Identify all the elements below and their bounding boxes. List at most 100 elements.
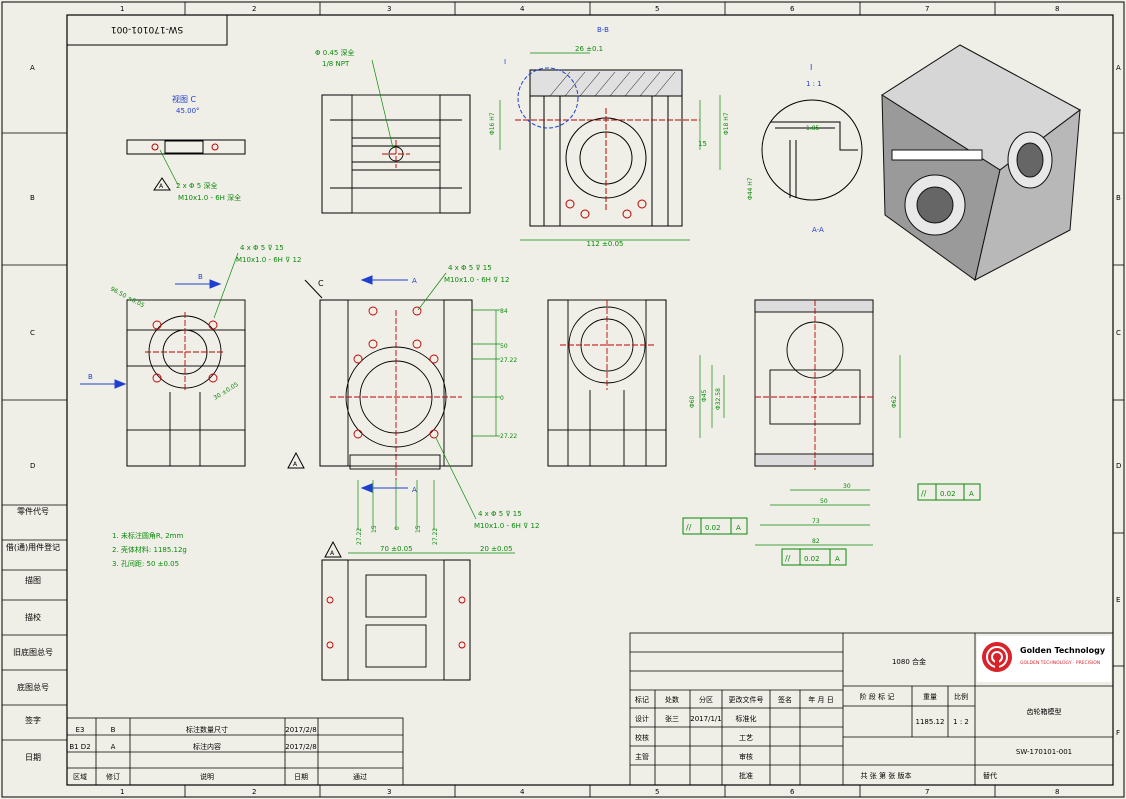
dim-27-a: 27.22 xyxy=(500,357,517,364)
gdt2-datum: A xyxy=(736,524,741,532)
notes: 1. 未标注圆角R, 2mm 2. 壳体材料: 1185.12g 3. 孔间距:… xyxy=(112,531,187,568)
dim-phi44: Φ44 H7 xyxy=(747,177,754,200)
drawing-id-box xyxy=(66,14,228,46)
svg-text:A: A xyxy=(159,183,164,190)
dim-27-b: 27.22 xyxy=(500,433,517,440)
view-c: 视图 C 45.00° A 2 x Φ 5 深全 M10x1.0 - 6H 深全 xyxy=(126,94,246,202)
zone-right-c: C xyxy=(1116,329,1121,337)
tb-material: 1080 合金 xyxy=(892,657,926,666)
tb-weight: 1185.12 xyxy=(916,718,945,726)
hole-4x-a-note: 4 x Φ 5 ⊽ 15 xyxy=(240,244,284,252)
company-tagline: GOLDEN TECHNOLOGY · PRECISION xyxy=(1020,660,1100,666)
section-bb-title: B-B xyxy=(597,26,609,34)
tb-design-date: 2017/1/1 xyxy=(690,715,721,723)
pipe-thread-note-2: 1/8 NPT xyxy=(322,60,350,68)
hole-4x-b-thread: M10x1.0 - 6H ⊽ 12 xyxy=(444,276,509,284)
note-3: 3. 孔间距: 50 ±0.05 xyxy=(112,560,179,568)
rev2-desc: 标注内容 xyxy=(193,742,221,751)
gdt1-value: 0.02 xyxy=(940,490,956,498)
zone-8: 8 xyxy=(1055,5,1059,13)
dim-1-85: 1.85 xyxy=(806,125,820,132)
view-c-title: 视图 C xyxy=(172,94,197,104)
tb-approve: 批准 xyxy=(739,771,753,780)
gdt3-datum: A xyxy=(835,555,840,563)
arrow-c-label: C xyxy=(318,279,324,288)
zone-4-bottom: 4 xyxy=(520,788,525,796)
arrow-a-label-2: A xyxy=(412,486,417,494)
rev-h-rev: 修订 xyxy=(106,772,120,781)
detail-aa-label: A-A xyxy=(812,226,824,234)
dim-0: 0 xyxy=(500,395,504,402)
gdt-frame-2 xyxy=(682,517,748,535)
dim-73: 73 xyxy=(812,518,820,525)
hole-4x-b-note: 4 x Φ 5 ⊽ 15 xyxy=(448,264,492,272)
hole-4x-c-thread: M10x1.0 - 6H ⊽ 12 xyxy=(474,522,539,530)
tb-craft: 工艺 xyxy=(739,734,753,742)
label-part-code: 零件代号 xyxy=(17,506,49,516)
left-strip-labels: 零件代号 借(通)用件登记 描图 描校 旧底图总号 底图总号 签字 日期 xyxy=(6,506,60,762)
svg-text:A: A xyxy=(330,550,335,557)
arrow-b-label-2: B xyxy=(198,273,203,281)
view-c-angle: 45.00° xyxy=(176,107,200,115)
detail-scale: 1 : 1 xyxy=(806,80,822,88)
revision-table xyxy=(66,717,404,786)
zone-1-bottom: 1 xyxy=(120,788,124,796)
tb-drawing-name: 齿轮箱模型 xyxy=(1027,707,1062,716)
dim-phi32: Φ32.58 xyxy=(715,388,722,410)
side-view-left xyxy=(126,299,246,467)
gdt1-datum: A xyxy=(969,490,974,498)
dim-82: 82 xyxy=(812,538,820,545)
zone-left-b: B xyxy=(30,194,35,202)
dim-bottom-27a: 27.22 xyxy=(356,528,363,545)
detail-i-marker: I xyxy=(504,58,506,66)
hole-4x-c-note: 4 x Φ 5 ⊽ 15 xyxy=(478,510,522,518)
pipe-thread-note: Φ 0.45 深全 xyxy=(315,48,355,57)
gdt1-symbol: // xyxy=(921,489,927,498)
dim-30b: 30 xyxy=(843,483,851,490)
hole-2x-note: 2 x Φ 5 深全 xyxy=(176,181,217,190)
zone-3: 3 xyxy=(387,5,391,13)
zone-right-f: F xyxy=(1116,729,1120,737)
section-bb: B-B I 26 ±0.1 112 ±0.05 15 Φ16 H xyxy=(489,26,730,248)
dim-bottom-0: 0 xyxy=(394,526,401,530)
gdt3-symbol: // xyxy=(785,554,791,563)
rev1-zone: E3 xyxy=(76,726,85,734)
zone-6: 6 xyxy=(790,5,795,13)
company-name: Golden Technology xyxy=(1020,646,1106,655)
arrow-a-label: A xyxy=(412,277,417,285)
gdt-frame-1 xyxy=(917,483,981,501)
tb-standard: 标准化 xyxy=(736,714,757,723)
tb-col-zone: 分区 xyxy=(699,695,713,704)
right-side-view xyxy=(547,299,667,467)
rev-h-desc: 说明 xyxy=(200,772,214,781)
dim-15: 15 xyxy=(698,140,707,148)
svg-text:A: A xyxy=(293,461,298,468)
label-sign: 签字 xyxy=(25,715,41,725)
rev2-zone: B1 D2 xyxy=(69,743,90,751)
dim-26: 26 ±0.1 xyxy=(575,45,603,53)
zone-2-bottom: 2 xyxy=(252,788,256,796)
left-zone-lines xyxy=(2,132,67,401)
tb-col-file: 更改文件号 xyxy=(729,695,764,704)
rev-h-date: 日期 xyxy=(294,773,308,781)
zone-letters: A B C D A B C D E F xyxy=(30,64,1121,737)
zone-left-d: D xyxy=(30,462,35,470)
zone-3-bottom: 3 xyxy=(387,788,391,796)
drawing-id-mirrored: SW-170101-001 xyxy=(111,24,183,34)
arrow-b-label: B xyxy=(88,373,93,381)
dim-bottom-15b: 15 xyxy=(415,525,422,533)
rev2-rev: A xyxy=(111,743,116,751)
tb-weight-h: 重量 xyxy=(923,693,937,701)
dim-phi16: Φ16 H7 xyxy=(489,112,496,135)
zone-ticks-top xyxy=(184,2,1124,797)
label-date: 日期 xyxy=(25,753,41,762)
tb-sheet-info: 共 张 第 张 版本 xyxy=(861,771,912,780)
dim-phi60: Φ60 xyxy=(689,395,696,408)
tb-col-mark: 标记 xyxy=(635,695,649,704)
dim-112: 112 ±0.05 xyxy=(586,240,623,248)
zone-7-bottom: 7 xyxy=(925,788,929,796)
zone-right-b: B xyxy=(1116,194,1121,202)
dim-bottom-15a: 15 xyxy=(371,525,378,533)
label-base: 底图总号 xyxy=(17,682,49,692)
